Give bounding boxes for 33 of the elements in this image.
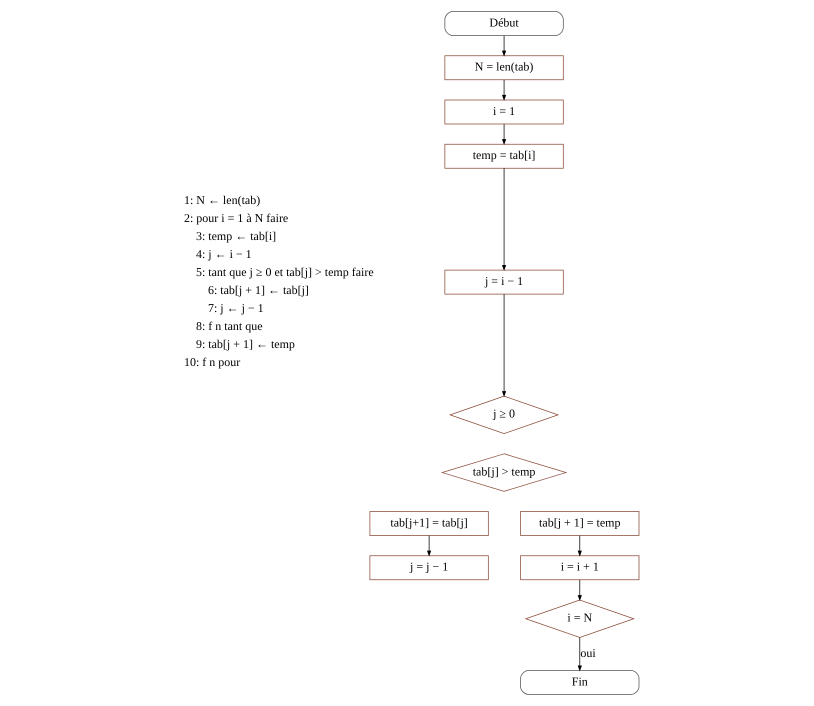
node-diamond: j ≥ 0	[448, 396, 560, 434]
node-box: tab[j+1] = tab[j]	[370, 511, 489, 536]
arrow	[578, 637, 582, 672]
label: 8: f n tant que	[196, 318, 263, 333]
label: 5: tant que j ≥ 0 et tab[j] > temp faire	[196, 265, 374, 280]
node-box: N = len(tab)	[444, 55, 564, 80]
label: 1: N ← len(tab)	[184, 193, 260, 208]
label: 2: pour i = 1 à N faire	[184, 211, 288, 226]
node-box: Fin	[520, 670, 640, 695]
arrow	[502, 124, 506, 146]
node-box: j = i − 1	[444, 270, 564, 295]
label: 10: f n pour	[184, 354, 240, 369]
label: 3: temp ← tab[i]	[196, 229, 276, 244]
arrow	[502, 294, 506, 398]
node-box: i = 1	[444, 100, 564, 124]
arrow	[578, 580, 582, 602]
node-diamond: i = N	[524, 600, 635, 638]
node-box: i = i + 1	[520, 555, 640, 580]
arrow	[578, 535, 582, 557]
arrow	[427, 535, 432, 557]
node-box: Début	[444, 11, 564, 36]
label: 6: tab[j + 1] ← tab[j]	[208, 283, 309, 298]
node-box: tab[j + 1] = temp	[520, 511, 640, 536]
arrow	[502, 168, 506, 272]
label: 7: j ← j − 1	[208, 300, 264, 315]
node-diamond: tab[j] > temp	[440, 453, 568, 492]
node-box: temp = tab[i]	[444, 144, 564, 169]
arrow	[502, 80, 506, 101]
label: 9: tab[j + 1] ← temp	[196, 336, 295, 351]
edge-label: oui	[580, 646, 596, 660]
label: 4: j ← i − 1	[196, 247, 252, 262]
arrow	[502, 35, 506, 57]
node-box: j = j − 1	[370, 555, 489, 580]
